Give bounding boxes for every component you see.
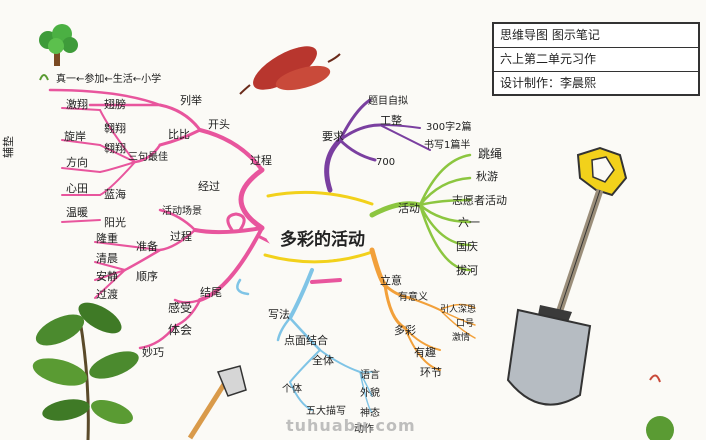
shentai-label: 神态 bbox=[360, 406, 380, 419]
ganshou-label: 感受 bbox=[168, 300, 192, 315]
sweet-potato-icon bbox=[239, 46, 341, 95]
liechu-label: 列举 bbox=[180, 93, 202, 107]
sanju-label: 三句最佳 bbox=[128, 150, 168, 163]
activity-item-4: 国庆 bbox=[456, 239, 478, 253]
youyiyi-label: 有意义 bbox=[398, 290, 428, 303]
header-title: 思维导图 图示笔记 bbox=[494, 24, 698, 48]
list1-item-4: 温暖 bbox=[66, 206, 88, 219]
qingchen-label: 清晨 bbox=[96, 252, 118, 265]
activity-item-3: 六一 bbox=[458, 216, 480, 229]
watermark-text: tuhuabu.com bbox=[286, 416, 416, 435]
guocheng-label: 过程 bbox=[250, 154, 272, 167]
header-info-box: 思维导图 图示笔记 六上第二单元习作 设计制作：李晨熙 bbox=[492, 22, 700, 96]
list1-item-3: 心田 bbox=[66, 182, 88, 195]
list2-item-1: 翱翔 bbox=[104, 121, 126, 135]
req-item-1: 书写1篇半 bbox=[424, 138, 470, 151]
youqu-label: 有趣 bbox=[414, 345, 436, 359]
duocai-label: 多彩 bbox=[394, 323, 416, 337]
list2-item-0: 翅膀 bbox=[104, 97, 126, 111]
yaoqiu-label: 要求 bbox=[322, 130, 344, 143]
list2-item-3: 蓝海 bbox=[104, 187, 126, 201]
tree-icon bbox=[39, 24, 78, 66]
req-item-0: 300字2篇 bbox=[426, 120, 471, 133]
bihua-label: 比比 bbox=[168, 128, 190, 141]
header-unit: 六上第二单元习作 bbox=[494, 48, 698, 72]
center-topic: 多彩的活动 bbox=[280, 229, 365, 250]
xiefa-label: 写法 bbox=[268, 307, 290, 321]
longzhong-label: 隆重 bbox=[96, 231, 118, 245]
tihui-label: 体会 bbox=[168, 323, 192, 337]
waimao-label: 外貌 bbox=[360, 386, 380, 399]
changjing-label: 活动场景 bbox=[162, 204, 202, 217]
zhunbei-label: 准备 bbox=[136, 239, 158, 253]
liyi-label: 立意 bbox=[380, 273, 402, 287]
huanjie-label: 环节 bbox=[420, 366, 442, 379]
guocheng2-label: 过程 bbox=[170, 230, 192, 243]
guodu-label: 过渡 bbox=[96, 287, 118, 301]
activity-item-5: 拔河 bbox=[456, 263, 478, 277]
jiqiao-label: 妙巧 bbox=[142, 345, 164, 359]
list1-item-0: 激翔 bbox=[66, 97, 88, 111]
yinren-label: 引人深思 bbox=[440, 304, 476, 315]
hoe-icon bbox=[187, 365, 247, 440]
wuda-label: 五大描写 bbox=[306, 404, 346, 417]
chain-text: 真一←参加←生活←小学 bbox=[56, 72, 161, 85]
wancheng-label: 工整 bbox=[380, 113, 402, 127]
num700-label: 700 bbox=[376, 157, 395, 168]
activity-item-0: 跳绳 bbox=[478, 147, 502, 161]
geti-label: 个体 bbox=[282, 383, 302, 395]
jingguo-label: 经过 bbox=[198, 180, 220, 193]
tizi-label: 题目自拟 bbox=[368, 94, 408, 107]
fuzhu-label: 辅垫 bbox=[1, 136, 15, 158]
header-designer: 设计制作：李晨熙 bbox=[500, 76, 597, 90]
shunxu-label: 顺序 bbox=[136, 269, 158, 283]
list2-item-4: 阳光 bbox=[104, 215, 126, 229]
list1-item-2: 方向 bbox=[66, 155, 88, 169]
jiqing-label: 激情 bbox=[452, 331, 470, 343]
shovel-icon bbox=[506, 146, 628, 406]
dongzuo-label: 动作 bbox=[354, 423, 374, 435]
list2-item-2: 翱翔 bbox=[104, 141, 126, 155]
sprout-icon bbox=[39, 74, 674, 440]
activity-item-1: 秋游 bbox=[476, 169, 498, 183]
activity-item-2: 志愿者活动 bbox=[452, 194, 507, 207]
kaitou-label: 开头 bbox=[208, 118, 230, 131]
huodong-label: 活动 bbox=[398, 202, 420, 215]
anjing-label: 安静 bbox=[96, 269, 118, 283]
kouhao-label: 口号 bbox=[456, 318, 474, 329]
list1-item-1: 旋岸 bbox=[64, 129, 86, 143]
plant-icon bbox=[32, 302, 139, 440]
zhengti-label: 全体 bbox=[312, 353, 334, 367]
yuyan-label: 语言 bbox=[360, 368, 380, 381]
jiewei-label: 结尾 bbox=[200, 286, 222, 299]
dianmian-label: 点面结合 bbox=[284, 333, 328, 347]
